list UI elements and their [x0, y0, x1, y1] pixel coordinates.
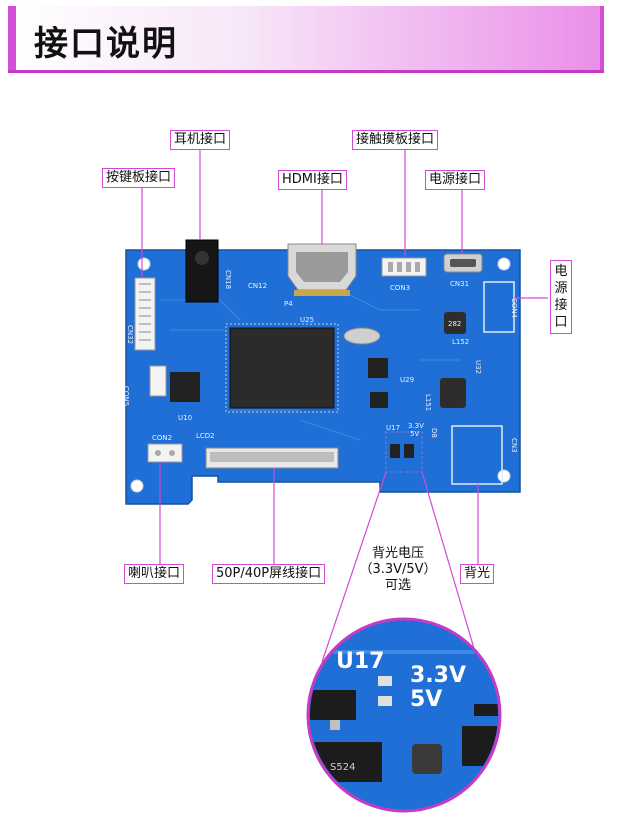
silk-con5: CON5	[122, 386, 130, 406]
inductor-l151	[440, 378, 466, 408]
silk-cn18: CN18	[224, 270, 232, 289]
header-left-bar	[8, 6, 16, 70]
silk-l152: L152	[452, 338, 469, 346]
silk-p4: P4	[284, 300, 293, 308]
header-banner: 接口说明	[8, 6, 604, 73]
label-hdmi: HDMI接口	[278, 170, 347, 190]
silk-con2: CON2	[152, 434, 172, 442]
label-screen: 50P/40P屏线接口	[212, 564, 326, 584]
zoom-u17: U17	[336, 649, 384, 674]
page-title: 接口说明	[34, 24, 178, 64]
silk-3v3: 3.3V	[408, 422, 424, 430]
label-touch: 接触摸板接口	[352, 130, 439, 150]
label-keyboard: 按键板接口	[102, 168, 176, 188]
silk-cn32: CN32	[126, 325, 134, 344]
backlight-connector-area	[451, 425, 503, 485]
voltage-select-area	[385, 431, 423, 473]
label-earphone: 耳机接口	[170, 130, 231, 150]
silk-d8: D8	[430, 428, 438, 438]
silk-u32: U32	[474, 360, 482, 374]
zoom-detail-circle: U17 3.3V 5V S524	[306, 617, 502, 813]
zoom-5v: 5V	[410, 687, 442, 712]
zoom-s524: S524	[330, 762, 355, 773]
silk-u29: U29	[400, 376, 414, 384]
zoom-3v3: 3.3V	[410, 663, 466, 688]
silk-cn31: CN31	[450, 280, 469, 288]
label-backlight: 背光	[460, 564, 495, 584]
silk-con3: CON3	[390, 284, 410, 292]
leader-lines	[141, 148, 548, 663]
header-right-bar	[600, 6, 604, 70]
side-power-pads	[483, 281, 515, 333]
main-chip	[229, 327, 335, 409]
silk-282: 282	[448, 320, 461, 328]
silk-cn12: CN12	[248, 282, 267, 290]
label-power-top: 电源接口	[425, 170, 486, 190]
silk-cn3: CN3	[510, 438, 518, 453]
silk-con4: CON4	[510, 298, 518, 319]
keyboard-connector	[134, 277, 156, 351]
label-speaker: 喇叭接口	[124, 564, 185, 584]
chip-u10	[170, 372, 200, 402]
silk-u25: U25	[300, 316, 314, 324]
silk-u17: U17	[386, 424, 400, 432]
silk-u10: U10	[178, 414, 192, 422]
label-backlight-voltage: 背光电压 （3.3V/5V） 可选	[359, 546, 437, 593]
silk-l151: L151	[424, 394, 432, 411]
silk-5v: 5V	[410, 430, 419, 438]
speaker-connector	[147, 443, 183, 463]
label-power-side: 电源接口	[550, 260, 572, 334]
silk-lcd2: LCD2	[196, 432, 215, 440]
inductor-282	[444, 312, 466, 334]
earphone-jack	[185, 239, 219, 303]
